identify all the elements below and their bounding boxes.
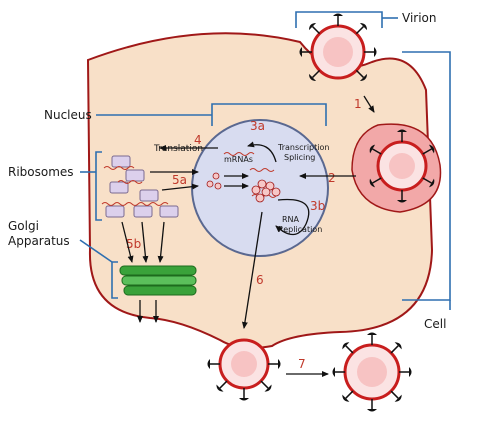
step-3b: 3b (310, 199, 325, 213)
genome-cluster (206, 172, 281, 203)
virion-top (298, 12, 378, 84)
golgi-label-2: Apparatus (8, 234, 70, 248)
virion-endosome (367, 128, 437, 204)
golgi-apparatus (119, 265, 197, 296)
rna-label: RNA (282, 215, 300, 224)
nucleus-label: Nucleus (44, 108, 92, 122)
brackets (79, 11, 451, 310)
step-2: 2 (328, 171, 336, 185)
step-3a: 3a (250, 119, 265, 133)
virion-label: Virion (402, 11, 437, 25)
golgi-label-1: Golgi (8, 219, 39, 233)
step-7: 7 (298, 357, 306, 371)
arrows (121, 95, 375, 377)
mrnas-label: mRNAs (224, 155, 253, 164)
step-1: 1 (354, 97, 362, 111)
cell-label: Cell (424, 317, 446, 331)
splicing-label: Splicing (284, 153, 315, 162)
virion-budding (206, 338, 282, 402)
step-5b: 5b (126, 237, 141, 251)
translation-label: Translation (153, 144, 203, 154)
replication-label: Replication (278, 225, 322, 234)
mrna-strands (101, 152, 277, 206)
nucleus (191, 119, 329, 257)
ribosomes (105, 155, 179, 218)
virion-released (331, 331, 413, 413)
step-5a: 5a (172, 173, 187, 187)
transcription-label: Transcription (277, 143, 329, 152)
step-4: 4 (194, 133, 202, 147)
step-6: 6 (256, 273, 264, 287)
ribosomes-label: Ribosomes (8, 165, 74, 179)
